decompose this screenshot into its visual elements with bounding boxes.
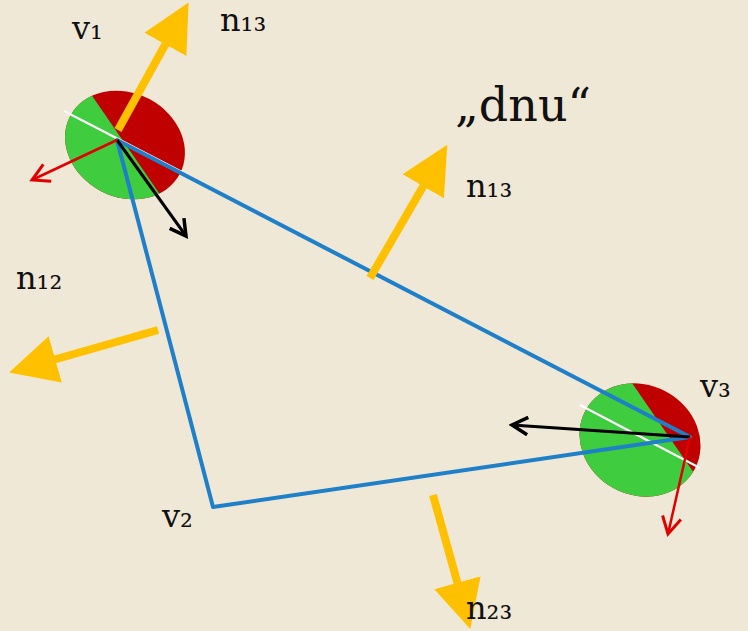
normal-arrow — [46, 330, 158, 362]
tangent-arrow — [668, 437, 690, 534]
vertex-label: v₂ — [162, 500, 193, 532]
inside-note: „dnu“ — [455, 82, 591, 128]
tangent-arrow — [32, 140, 117, 180]
bisector-arrow — [117, 140, 186, 236]
triangle — [117, 140, 690, 507]
normal-arrow — [118, 36, 170, 130]
normal-label: n₂₃ — [466, 592, 512, 624]
normal-arrow — [370, 178, 428, 278]
disc-half-red — [559, 362, 720, 517]
normal-label: n₁₃ — [466, 170, 512, 202]
vertex-disc — [559, 362, 720, 517]
disc-half-green — [559, 362, 720, 517]
normal-arrow — [433, 495, 460, 592]
normal-label: n₁₃ — [220, 4, 266, 36]
bisector-arrow — [512, 425, 690, 437]
vertex-label: v₁ — [72, 12, 103, 44]
vertex-label: v₃ — [700, 370, 731, 402]
normal-label: n₁₂ — [16, 262, 62, 294]
